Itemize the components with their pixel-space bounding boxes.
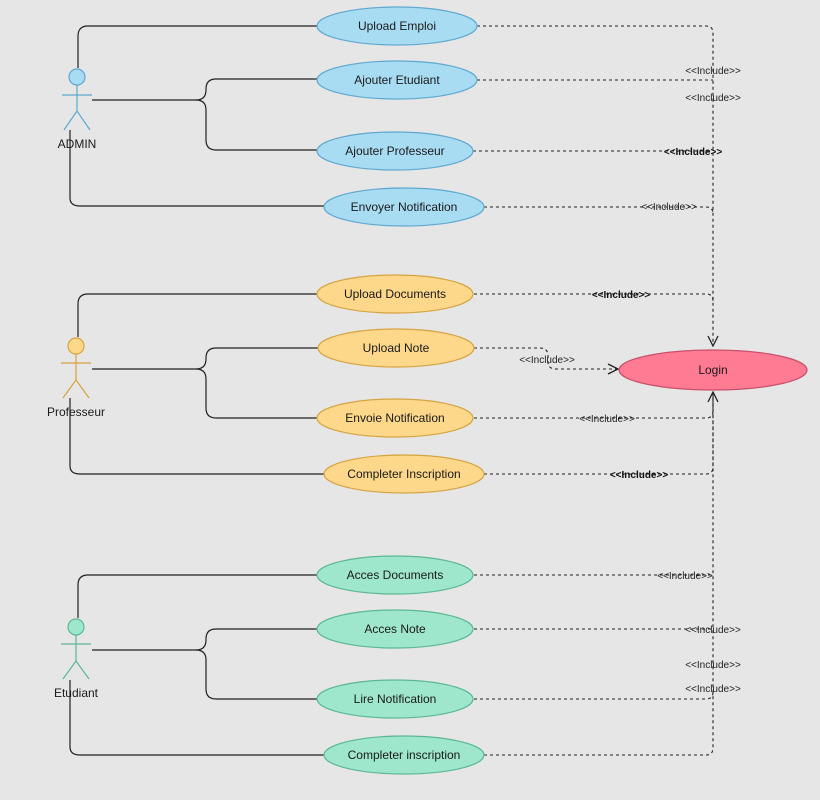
assoc-admin-ajouter-etudiant bbox=[92, 78, 318, 101]
assoc-etud-completer-inscription bbox=[69, 680, 325, 756]
include-line-completer-inscription-etud bbox=[484, 392, 713, 756]
include-line-upload-emploi bbox=[477, 25, 713, 346]
include-label: <<Include>> bbox=[685, 684, 741, 695]
use-case-acces-documents[interactable] bbox=[316, 555, 474, 595]
use-case-label: Ajouter Professeur bbox=[345, 144, 444, 158]
use-case-label: Ajouter Etudiant bbox=[354, 73, 440, 87]
include-line-lire-notification bbox=[474, 691, 714, 700]
include-label: <<Include>> bbox=[685, 66, 741, 77]
include-labels: <<Include>> <<Include>> <<Include>> <<In… bbox=[519, 66, 741, 695]
use-case-upload-emploi[interactable] bbox=[316, 6, 478, 46]
use-case-acces-note[interactable] bbox=[316, 609, 474, 649]
use-case-envoyer-notification[interactable] bbox=[323, 187, 485, 227]
actor-professeur[interactable] bbox=[61, 337, 91, 399]
include-label: <<Include>> bbox=[610, 470, 669, 481]
assoc-prof-upload-note bbox=[92, 347, 318, 370]
actor-label-admin: ADMIN bbox=[58, 137, 97, 151]
associations bbox=[69, 25, 325, 756]
include-label: <<Include>> bbox=[592, 290, 651, 301]
use-case-envoie-notification[interactable] bbox=[316, 398, 474, 438]
include-label: <<Include>> bbox=[519, 355, 575, 366]
actor-etudiant[interactable] bbox=[61, 618, 91, 680]
use-case-label: Acces Note bbox=[364, 622, 426, 636]
use-case-label: Acces Documents bbox=[347, 568, 444, 582]
include-label: <<Include>> bbox=[657, 571, 713, 582]
assoc-prof-upload-documents bbox=[77, 293, 318, 337]
assoc-admin-envoyer-notification bbox=[69, 130, 325, 207]
login-label: Login bbox=[698, 363, 727, 377]
include-label: <<Include>> bbox=[664, 147, 723, 158]
use-case-label: Envoyer Notification bbox=[351, 200, 458, 214]
use-case-upload-note[interactable] bbox=[317, 328, 475, 368]
use-case-ajouter-etudiant[interactable] bbox=[316, 60, 478, 100]
actor-head bbox=[67, 337, 85, 355]
assoc-admin-ajouter-professeur bbox=[195, 99, 318, 151]
include-label: <<Include>> bbox=[685, 660, 741, 671]
use-case-label: Upload Note bbox=[363, 341, 430, 355]
assoc-etud-acces-note bbox=[92, 628, 318, 651]
use-case-label: Lire Notification bbox=[354, 692, 437, 706]
use-case-completer-inscription[interactable] bbox=[323, 454, 485, 494]
include-line-envoyer-notification bbox=[484, 206, 714, 215]
login-use-case-group: Login bbox=[618, 349, 808, 391]
use-case-label: Completer inscription bbox=[348, 748, 461, 762]
actor-label-professeur: Professeur bbox=[47, 405, 105, 419]
include-dashed-lines bbox=[473, 25, 714, 756]
use-cases-professeur: Upload Documents Upload Note Envoie Noti… bbox=[316, 274, 485, 494]
include-line-upload-note bbox=[474, 347, 618, 369]
use-cases-etudiant: Acces Documents Acces Note Lire Notifica… bbox=[316, 555, 485, 775]
use-case-label: Upload Emploi bbox=[358, 19, 436, 33]
include-label: <<Include>> bbox=[685, 625, 741, 636]
assoc-prof-envoie-notification bbox=[195, 368, 318, 419]
include-line-completer-inscription-prof bbox=[484, 392, 714, 475]
use-case-completer-inscription-etudiant[interactable] bbox=[323, 735, 485, 775]
actor-label-etudiant: Etudiant bbox=[54, 686, 99, 700]
include-label: <<Include>> bbox=[579, 414, 635, 425]
use-case-label: Upload Documents bbox=[344, 287, 446, 301]
use-case-login[interactable] bbox=[618, 349, 808, 391]
assoc-admin-upload-emploi bbox=[77, 25, 318, 68]
actor-head bbox=[67, 618, 85, 636]
assoc-etud-lire-notification bbox=[195, 649, 318, 700]
include-label: <<Include>> bbox=[685, 93, 741, 104]
use-case-label: Envoie Notification bbox=[345, 411, 444, 425]
assoc-prof-completer-inscription bbox=[69, 398, 325, 475]
use-case-ajouter-professeur[interactable] bbox=[316, 131, 474, 171]
use-cases-admin: Upload Emploi Ajouter Etudiant Ajouter P… bbox=[316, 6, 485, 227]
use-case-label: Completer Inscription bbox=[347, 467, 460, 481]
actor-head bbox=[68, 68, 86, 86]
assoc-etud-acces-documents bbox=[77, 574, 318, 618]
use-case-upload-documents[interactable] bbox=[316, 274, 474, 314]
actor-admin[interactable] bbox=[62, 68, 92, 131]
include-label: <<Include>> bbox=[641, 202, 697, 213]
include-line-upload-documents bbox=[474, 293, 714, 302]
use-case-lire-notification[interactable] bbox=[316, 679, 474, 719]
